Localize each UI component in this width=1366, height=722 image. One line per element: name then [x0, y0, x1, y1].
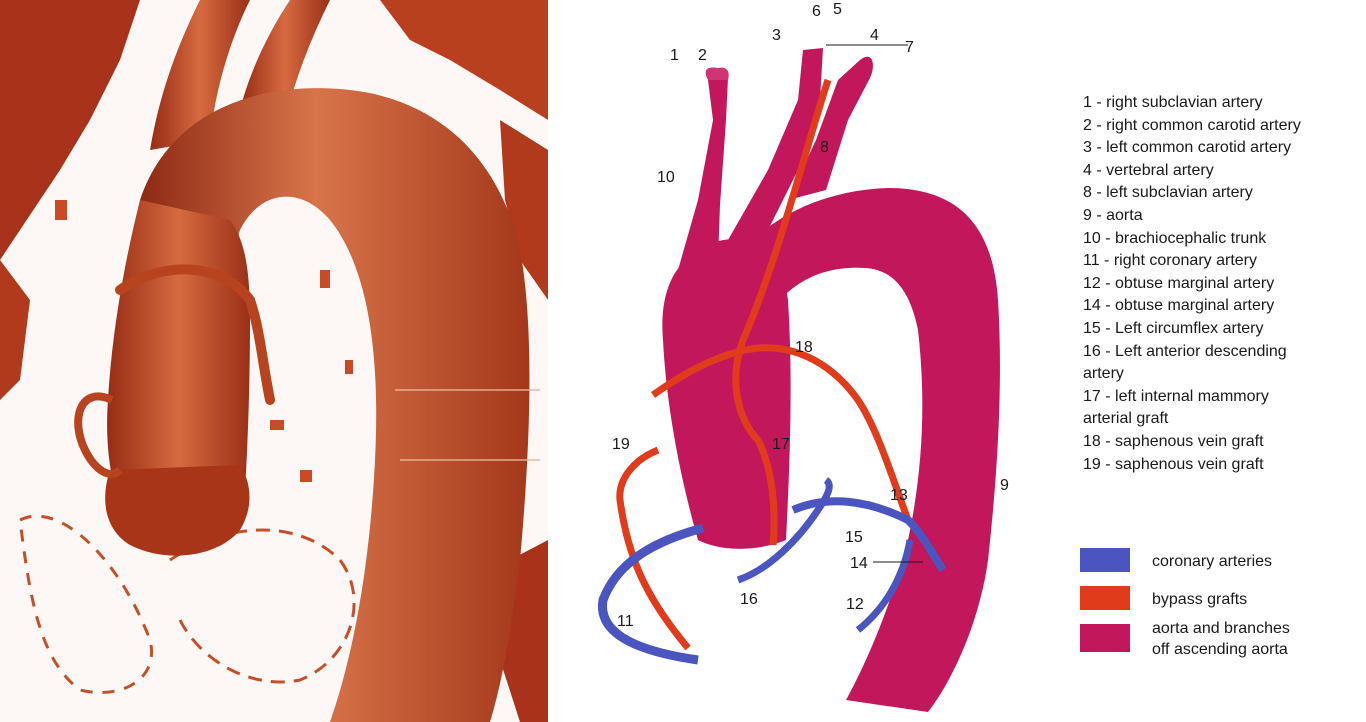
marker-14: 14 — [850, 556, 868, 572]
marker-12: 12 — [846, 597, 864, 613]
marker-17: 17 — [772, 437, 790, 453]
marker-6: 6 — [812, 4, 821, 20]
legend-item: arterial graft — [1083, 408, 1363, 431]
marker-4: 4 — [870, 28, 879, 44]
coronary-swatch — [1080, 548, 1130, 572]
marker-10: 10 — [657, 170, 675, 186]
color-legend-aorta: aorta and branches off ascending aorta — [1080, 624, 1360, 668]
legend-item: 17 - left internal mammory — [1083, 386, 1363, 409]
legend-item: 12 - obtuse marginal artery — [1083, 273, 1363, 296]
legend-item: 4 - vertebral artery — [1083, 160, 1363, 183]
legend-item: 18 - saphenous vein graft — [1083, 431, 1363, 454]
legend-item: 8 - left subclavian artery — [1083, 182, 1363, 205]
color-legend-grafts: bypass grafts — [1080, 586, 1360, 612]
marker-8: 8 — [820, 140, 829, 156]
legend-item: 1 - right subclavian artery — [1083, 92, 1363, 115]
marker-5: 5 — [833, 2, 842, 18]
grafts-label: bypass grafts — [1152, 589, 1247, 610]
legend-item: 15 - Left circumflex artery — [1083, 318, 1363, 341]
legend-item: 3 - left common carotid artery — [1083, 137, 1363, 160]
legend-item: 9 - aorta — [1083, 205, 1363, 228]
ct-volume-rendering-image — [0, 0, 548, 722]
legend-item: artery — [1083, 363, 1363, 386]
marker-15: 15 — [845, 530, 863, 546]
numbered-legend: 1 - right subclavian artery 2 - right co… — [1083, 92, 1363, 476]
color-legend-coronary: coronary arteries — [1080, 548, 1360, 574]
marker-11: 11 — [617, 614, 634, 630]
aorta-swatch — [1080, 624, 1130, 652]
marker-9: 9 — [1000, 478, 1009, 494]
marker-13: 13 — [890, 488, 908, 504]
legend-item: 2 - right common carotid artery — [1083, 115, 1363, 138]
grafts-swatch — [1080, 586, 1130, 610]
legend-item: 10 - brachiocephalic trunk — [1083, 228, 1363, 251]
marker-16: 16 — [740, 592, 758, 608]
legend-item: 16 - Left anterior descending — [1083, 341, 1363, 364]
coronary-label: coronary arteries — [1152, 551, 1272, 572]
marker-3: 3 — [772, 28, 781, 44]
marker-18: 18 — [795, 340, 813, 356]
marker-2: 2 — [698, 48, 707, 64]
aorta-label: aorta and branches off ascending aorta — [1152, 618, 1290, 660]
legend-item: 14 - obtuse marginal artery — [1083, 295, 1363, 318]
marker-1: 1 — [670, 48, 679, 64]
marker-19: 19 — [612, 437, 630, 453]
legend-item: 11 - right coronary artery — [1083, 250, 1363, 273]
legend-item: 19 - saphenous vein graft — [1083, 454, 1363, 477]
marker-7: 7 — [905, 40, 914, 56]
